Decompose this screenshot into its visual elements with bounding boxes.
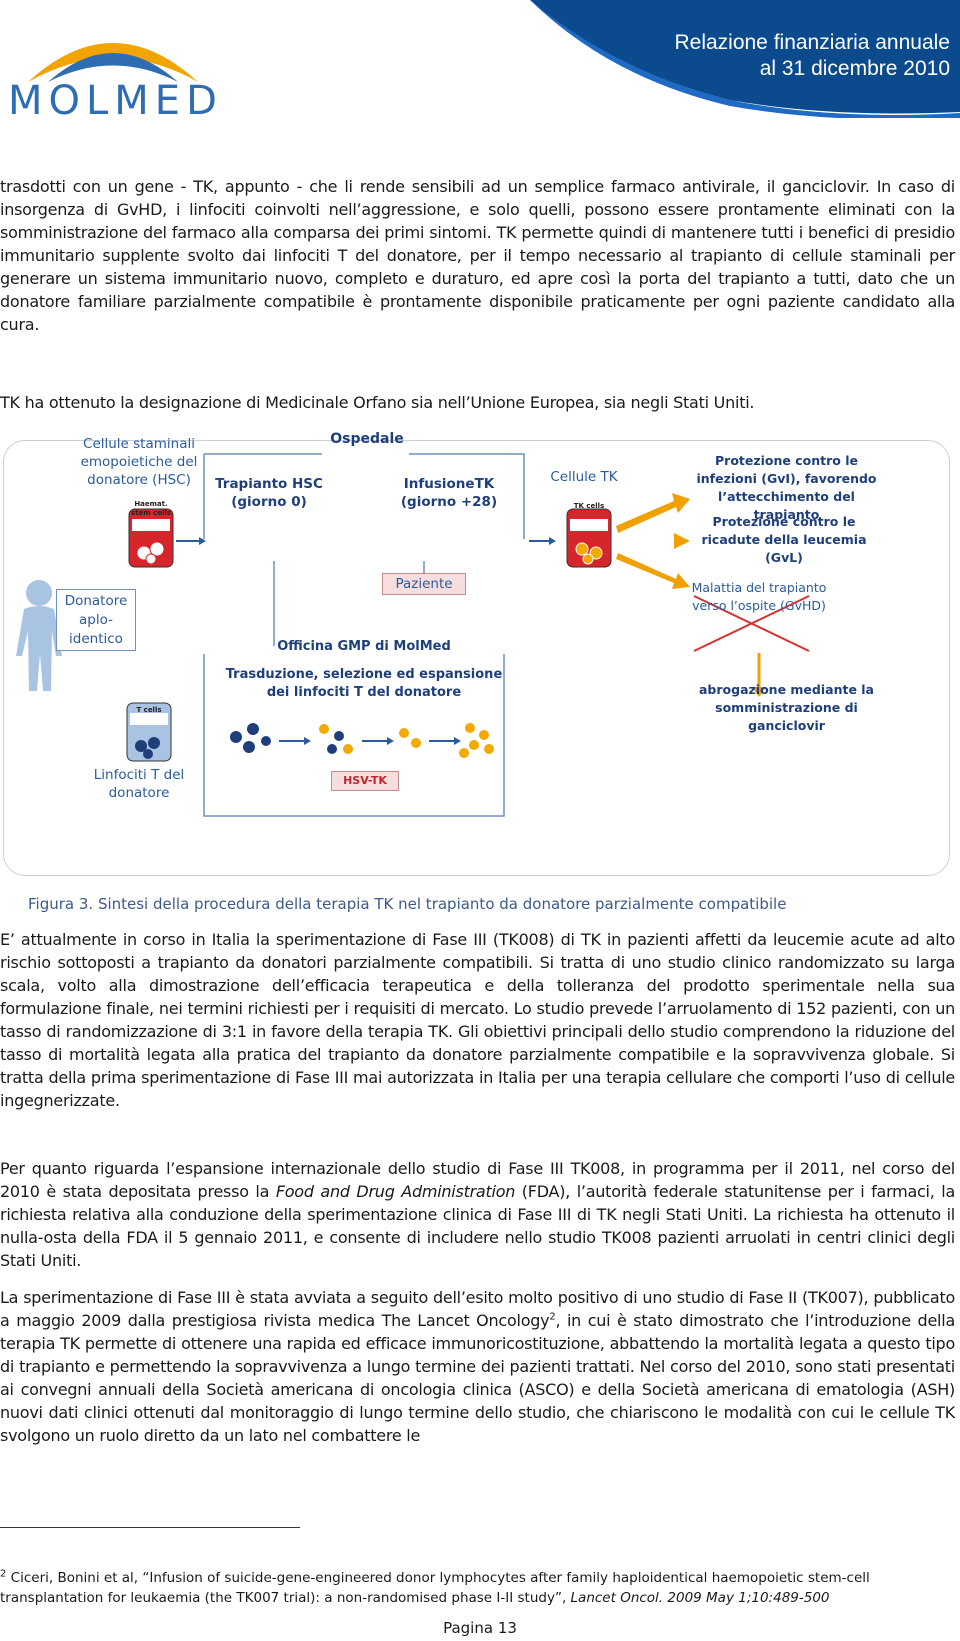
footnote-ref: 2 xyxy=(549,1311,556,1323)
paragraph-4: Per quanto riguarda l’espansione interna… xyxy=(0,1157,955,1272)
page-header: MOLMED Relazione finanziaria annuale al … xyxy=(0,0,960,124)
cell-dots-icon xyxy=(230,723,494,758)
molmed-logo: MOLMED xyxy=(8,24,218,124)
therapy-diagram: Cellule staminali emopoietiche del donat… xyxy=(3,431,950,876)
t-tube-label: T cells xyxy=(136,706,162,714)
abrogazione-label: abrogazione mediante la somministrazione… xyxy=(699,682,874,733)
tk-cell-tube-icon xyxy=(566,508,612,568)
malattia-label: Malattia del trapianto verso l’ospite (G… xyxy=(691,580,827,613)
figure-caption: Figura 3. Sintesi della procedura della … xyxy=(28,895,787,913)
trasduzione-label: Trasduzione, selezione ed espansione dei… xyxy=(225,667,503,700)
page-number: Pagina 13 xyxy=(443,1619,517,1637)
protezione-infezioni-label: Protezione contro le infezioni (GvI), fa… xyxy=(696,453,877,522)
donatore-box: Donatore aplo-identico xyxy=(56,589,136,651)
paragraph-5-text-a: La sperimentazione di Fase III è stata a… xyxy=(0,1288,955,1330)
footnote-divider xyxy=(0,1527,300,1528)
haemat-tube-label: Haemat. stem cells xyxy=(131,500,171,517)
report-title: Relazione finanziaria annuale al 31 dice… xyxy=(674,30,950,82)
linfociti-label: Linfociti T del donatore xyxy=(93,767,185,801)
paragraph-4-text-a: Per quanto riguarda l’espansione interna… xyxy=(0,1159,955,1201)
logo-arc-icon xyxy=(28,43,198,82)
report-title-line2: al 31 dicembre 2010 xyxy=(759,57,950,80)
footnote: 2 Ciceri, Bonini et al, “Infusion of sui… xyxy=(0,1568,955,1608)
paragraph-5: La sperimentazione di Fase III è stata a… xyxy=(0,1286,955,1447)
cellule-tk-label: Cellule TK xyxy=(550,469,618,485)
paragraph-4-italic: Food and Drug Administration xyxy=(275,1182,516,1201)
footnote-journal: Lancet Oncol. 2009 May 1;10:489-500 xyxy=(570,1590,830,1606)
paragraph-4-text-b: (FDA), l’autorità federale statunitense … xyxy=(0,1182,955,1270)
hsv-tk-box: HSV-TK xyxy=(331,771,399,791)
stem-cells-label: Cellule staminali emopoietiche del donat… xyxy=(80,436,198,488)
officina-label: Officina GMP di MolMed xyxy=(277,639,451,654)
orange-arrows-icon xyxy=(616,493,690,589)
header-banner xyxy=(530,0,960,118)
paragraph-1: trasdotti con un gene - TK, appunto - ch… xyxy=(0,177,955,334)
report-title-line1: Relazione finanziaria annuale xyxy=(674,31,950,54)
paragraph-2: TK ha ottenuto la designazione di Medici… xyxy=(0,393,755,412)
paziente-box: Paziente xyxy=(382,573,466,595)
ospedale-label: Ospedale xyxy=(330,431,404,447)
protezione-ricadute-label: Protezione contro le ricadute della leuc… xyxy=(701,514,867,565)
logo-text: MOLMED xyxy=(8,78,223,124)
trapianto-label: Trapianto HSC (giorno 0) xyxy=(215,476,323,510)
stem-cell-tube-icon xyxy=(128,508,174,568)
footnote-number: 2 xyxy=(0,1568,7,1580)
paragraph-3: E’ attualmente in corso in Italia la spe… xyxy=(0,930,955,1110)
tk-tube-label: TK cells xyxy=(573,502,605,510)
paragraph-5-text-b: , in cui è stato dimostrato che l’introd… xyxy=(0,1311,955,1445)
donor-silhouette-icon xyxy=(16,580,62,691)
footnote-text: Ciceri, Bonini et al, “Infusion of suici… xyxy=(0,1570,870,1606)
t-cell-tube-icon xyxy=(126,702,172,762)
diagram-graphics xyxy=(16,453,810,817)
infusione-label: InfusioneTK (giorno +28) xyxy=(400,476,498,510)
